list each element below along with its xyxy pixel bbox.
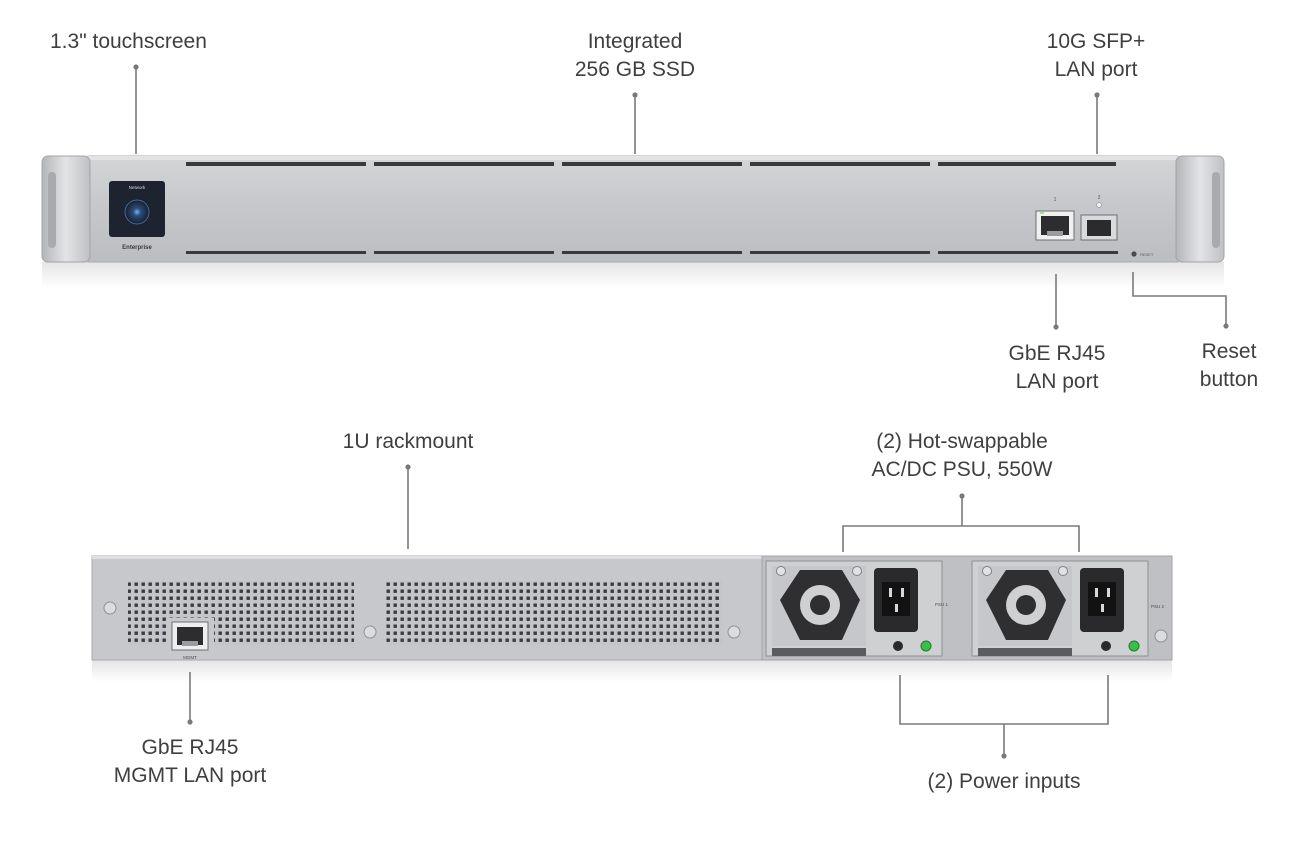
rack-ear-right xyxy=(1175,155,1225,263)
rear-vent-left xyxy=(128,581,354,645)
leader-lines xyxy=(133,64,1229,759)
front-vents xyxy=(186,162,1118,254)
callout-touchscreen: 1.3" touchscreen xyxy=(50,30,207,53)
psu-1 xyxy=(765,560,943,657)
rj45-lan-port xyxy=(1035,210,1075,241)
mgmt-label: MGMT xyxy=(183,655,197,660)
psu-2-label: PSU 2 xyxy=(1151,604,1165,609)
front-panel: Network Enterprise 1 2 RESET xyxy=(41,155,1225,288)
status-led xyxy=(920,640,932,652)
rear-vent-right xyxy=(386,581,722,645)
power-inlet-2 xyxy=(1080,568,1124,632)
screw-icon xyxy=(103,601,117,615)
port-2-label: 2 xyxy=(1098,195,1101,201)
screw-icon xyxy=(727,625,741,639)
rj45-mgmt-port xyxy=(171,621,209,651)
screw-icon xyxy=(1154,629,1168,643)
reset-label: RESET xyxy=(1140,252,1154,257)
power-inlet-1 xyxy=(874,568,918,632)
sfp-plus-port xyxy=(1080,202,1118,241)
callout-sfp-port: 10G SFP+LAN port xyxy=(1046,30,1146,81)
psu-2 xyxy=(971,560,1149,657)
psu-1-label: PSU 1 xyxy=(935,602,949,607)
screw-icon xyxy=(363,625,377,639)
status-led xyxy=(1128,640,1140,652)
reset-button xyxy=(1131,251,1137,257)
callout-rackmount: 1U rackmount xyxy=(342,430,474,453)
callout-power-inputs: (2) Power inputs xyxy=(927,770,1081,793)
brand-label: Enterprise xyxy=(122,245,152,251)
rack-ear-left xyxy=(41,155,91,263)
touchscreen: Network xyxy=(109,181,165,237)
rear-panel: MGMT xyxy=(91,555,1173,682)
port-1-label: 1 xyxy=(1054,197,1057,203)
screen-title: Network xyxy=(129,185,146,190)
